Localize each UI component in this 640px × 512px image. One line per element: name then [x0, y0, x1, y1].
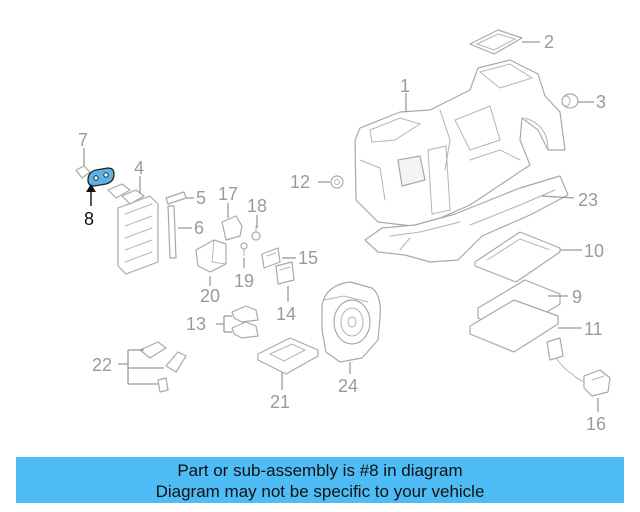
callout-3[interactable]: 3 [596, 92, 606, 112]
part-20-block[interactable] [195, 239, 227, 273]
callout-20[interactable]: 20 [200, 286, 220, 306]
callout-1[interactable]: 1 [400, 76, 410, 96]
part-8-gasket-highlighted[interactable] [87, 167, 115, 187]
callout-6[interactable]: 6 [194, 218, 204, 238]
callout-13[interactable]: 13 [186, 314, 206, 334]
callouts: 1 2 3 4 5 6 7 8 9 10 11 12 13 14 15 16 1… [78, 32, 606, 434]
part-12-sensor[interactable] [330, 175, 344, 189]
callout-5[interactable]: 5 [196, 188, 206, 208]
callout-11[interactable]: 11 [584, 319, 603, 339]
banner-line-disclaimer: Diagram may not be specific to your vehi… [155, 482, 485, 501]
callout-21[interactable]: 21 [270, 392, 290, 412]
part-info-banner: Part or sub-assembly is #8 in diagram Di… [16, 457, 624, 503]
callout-2[interactable]: 2 [544, 32, 554, 52]
part-6-seal[interactable] [167, 205, 177, 259]
callout-16[interactable]: 16 [586, 414, 606, 434]
part-10-filter[interactable] [474, 231, 561, 283]
callout-22[interactable]: 22 [92, 355, 112, 375]
part-22-duct-pieces[interactable] [139, 341, 187, 393]
callout-18[interactable]: 18 [247, 196, 267, 216]
callout-19[interactable]: 19 [234, 271, 254, 291]
callout-14[interactable]: 14 [276, 304, 296, 324]
part-23-duct[interactable] [364, 175, 569, 263]
part-17-connector[interactable] [221, 215, 243, 241]
part-24-blower-motor[interactable] [321, 281, 381, 363]
callout-8[interactable]: 8 [84, 209, 94, 229]
part-11-filter-frame[interactable] [469, 299, 559, 353]
banner-line-part: Part or sub-assembly is #8 in diagram [177, 461, 463, 480]
part-16-actuator[interactable] [546, 337, 611, 397]
part-7-clip[interactable] [75, 165, 91, 179]
callout-4[interactable]: 4 [134, 158, 144, 178]
callout-24[interactable]: 24 [338, 376, 358, 396]
part-21-module[interactable] [257, 337, 319, 375]
callout-9[interactable]: 9 [572, 287, 582, 307]
leader-lines [83, 41, 599, 412]
callout-23[interactable]: 23 [578, 190, 598, 210]
part-4-heater-core[interactable] [107, 183, 159, 275]
part-5-tube[interactable] [165, 191, 187, 205]
callout-7[interactable]: 7 [78, 130, 88, 150]
part-1-hvac-housing[interactable] [354, 59, 566, 227]
part-19-clip[interactable] [240, 242, 248, 257]
callout-15[interactable]: 15 [298, 248, 318, 268]
part-3-grommet[interactable] [561, 93, 579, 109]
callout-17[interactable]: 17 [218, 184, 238, 204]
part-13-clips[interactable] [231, 305, 259, 339]
callout-12[interactable]: 12 [290, 172, 310, 192]
part-14-bracket[interactable] [275, 261, 295, 285]
part-18-clip[interactable] [251, 225, 261, 241]
parts-diagram: 1 2 3 4 5 6 7 8 9 10 11 12 13 14 15 16 1… [75, 29, 611, 434]
callout-10[interactable]: 10 [584, 241, 604, 261]
part-15-bracket[interactable] [261, 247, 281, 269]
part-2-gasket[interactable] [469, 29, 523, 55]
